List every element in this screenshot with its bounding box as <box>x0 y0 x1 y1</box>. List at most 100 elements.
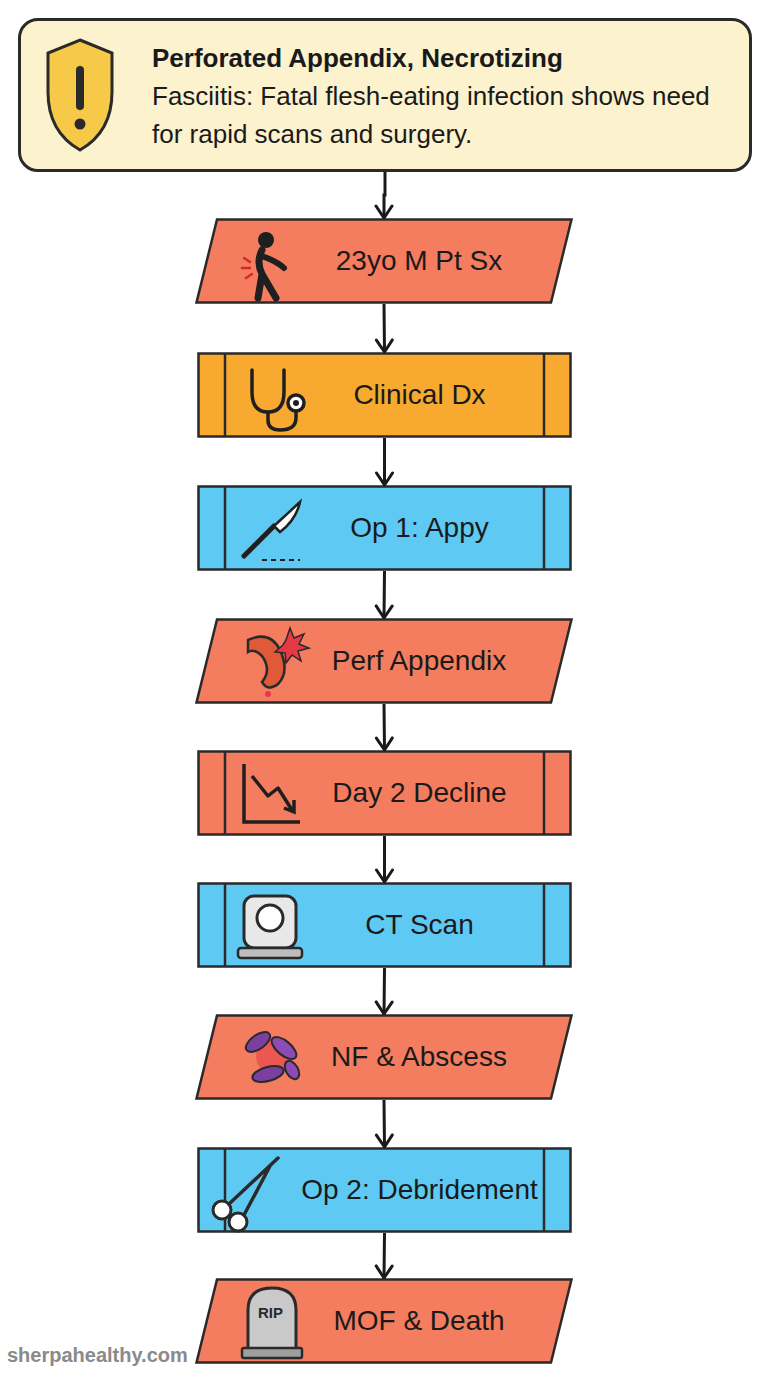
pain-person-icon <box>262 256 284 268</box>
watermark: sherpahealthy.com <box>4 1344 191 1367</box>
bacteria-icon <box>251 1063 286 1085</box>
node-label: CT Scan <box>365 909 473 941</box>
decline-chart-icon <box>244 764 300 822</box>
ct-scanner-icon <box>238 948 302 958</box>
node-label: 23yo M Pt Sx <box>336 245 503 277</box>
process-bar <box>543 884 546 967</box>
pain-person-icon <box>242 258 252 278</box>
process-bar <box>224 752 227 835</box>
process-bar <box>224 487 227 570</box>
pain-person-icon <box>258 250 276 298</box>
scalpel-icon <box>244 526 274 556</box>
stethoscope-icon <box>293 400 299 406</box>
flow-arrow <box>383 968 387 1014</box>
process-box: Op 1: Appy <box>197 485 572 571</box>
process-box: Day 2 Decline <box>197 750 572 836</box>
pain-person-icon <box>258 232 274 248</box>
flow-arrow <box>383 438 386 485</box>
ct-scanner-icon <box>238 896 302 958</box>
text-area: Clinical Dx <box>197 352 572 438</box>
process-shape <box>199 354 571 437</box>
node-label: MOF & Death <box>333 1305 504 1337</box>
process-box: CT Scan <box>197 882 572 968</box>
warning-shield-icon <box>75 119 86 130</box>
tombstone-icon <box>248 1288 296 1350</box>
burst-appendix-icon <box>265 691 271 697</box>
process-bar <box>543 487 546 570</box>
bacteria-icon <box>243 1028 303 1085</box>
node-label: Day 2 Decline <box>332 777 506 809</box>
flow-arrow <box>383 304 387 352</box>
process-box: Op 2: Debridement <box>197 1147 572 1233</box>
text-area: Op 1: Appy <box>197 485 572 571</box>
flow-arrow <box>383 1100 387 1147</box>
process-bar <box>543 752 546 835</box>
bacteria-icon <box>268 1033 300 1063</box>
flow-arrow <box>383 836 386 882</box>
warning-shield-icon <box>76 66 84 110</box>
stethoscope-icon <box>252 370 284 412</box>
node-label: Clinical Dx <box>353 379 485 411</box>
process-shape <box>199 1149 571 1232</box>
burst-appendix-icon <box>275 628 309 663</box>
pain-person-icon <box>242 232 284 298</box>
node-label: Op 1: Appy <box>350 512 489 544</box>
decline-chart-icon <box>244 764 300 822</box>
process-bar <box>224 1149 227 1232</box>
scalpel-icon <box>262 559 300 561</box>
flow-arrow <box>383 704 387 750</box>
data-parallelogram: Perf Appendix <box>195 618 573 704</box>
tombstone-icon <box>242 1348 302 1358</box>
text-area: Day 2 Decline <box>197 750 572 836</box>
scissors-icon <box>229 1213 247 1231</box>
scalpel-icon <box>244 502 300 560</box>
flow-arrow <box>384 172 385 218</box>
process-bar <box>224 884 227 967</box>
warning-shield-icon <box>48 40 112 150</box>
parallelogram-shape <box>197 220 572 303</box>
tombstone-icon <box>242 1288 302 1358</box>
stethoscope-icon <box>288 395 304 411</box>
data-parallelogram: MOF & Death <box>195 1278 573 1364</box>
data-parallelogram: NF & Abscess <box>195 1014 573 1100</box>
process-shape <box>199 884 571 967</box>
scalpel-icon <box>274 502 300 532</box>
scissors-icon <box>213 1158 278 1231</box>
text-area: Perf Appendix <box>195 618 573 704</box>
bacteria-icon <box>282 1058 302 1081</box>
text-area: Op 2: Debridement <box>197 1147 572 1233</box>
bacteria-icon <box>256 1038 292 1074</box>
node-label: NF & Abscess <box>331 1041 507 1073</box>
scissors-icon <box>213 1201 231 1219</box>
process-bar <box>543 354 546 437</box>
data-parallelogram: 23yo M Pt Sx <box>195 218 573 304</box>
bacteria-icon <box>243 1028 274 1056</box>
parallelogram-shape <box>197 620 572 703</box>
scissors-icon <box>229 1158 278 1215</box>
ct-scanner-icon <box>257 905 283 931</box>
text-area: CT Scan <box>197 882 572 968</box>
parallelogram-shape <box>197 1016 572 1099</box>
parallelogram-shape <box>197 1280 572 1363</box>
process-bar <box>543 1149 546 1232</box>
text-area: Perforated Appendix, NecrotizingFasciiti… <box>152 39 732 153</box>
process-box: Clinical Dx <box>197 352 572 438</box>
title-body: Fasciitis: Fatal flesh-eating infection … <box>152 77 732 153</box>
decline-chart-icon <box>284 800 294 812</box>
title-box: Perforated Appendix, NecrotizingFasciiti… <box>18 18 752 172</box>
stethoscope-icon <box>268 412 296 430</box>
burst-appendix-icon <box>248 628 309 697</box>
stethoscope-icon <box>252 370 304 430</box>
warning-shield-icon <box>48 40 112 150</box>
burst-appendix-icon <box>248 637 285 688</box>
text-area: MOF & Death <box>195 1278 573 1364</box>
title-heading: Perforated Appendix, Necrotizing <box>152 39 732 77</box>
text-area: 23yo M Pt Sx <box>195 218 573 304</box>
node-label: Op 2: Debridement <box>301 1174 538 1206</box>
process-bar <box>224 354 227 437</box>
process-shape <box>199 487 571 570</box>
node-label: Perf Appendix <box>332 645 506 677</box>
process-shape <box>199 752 571 835</box>
